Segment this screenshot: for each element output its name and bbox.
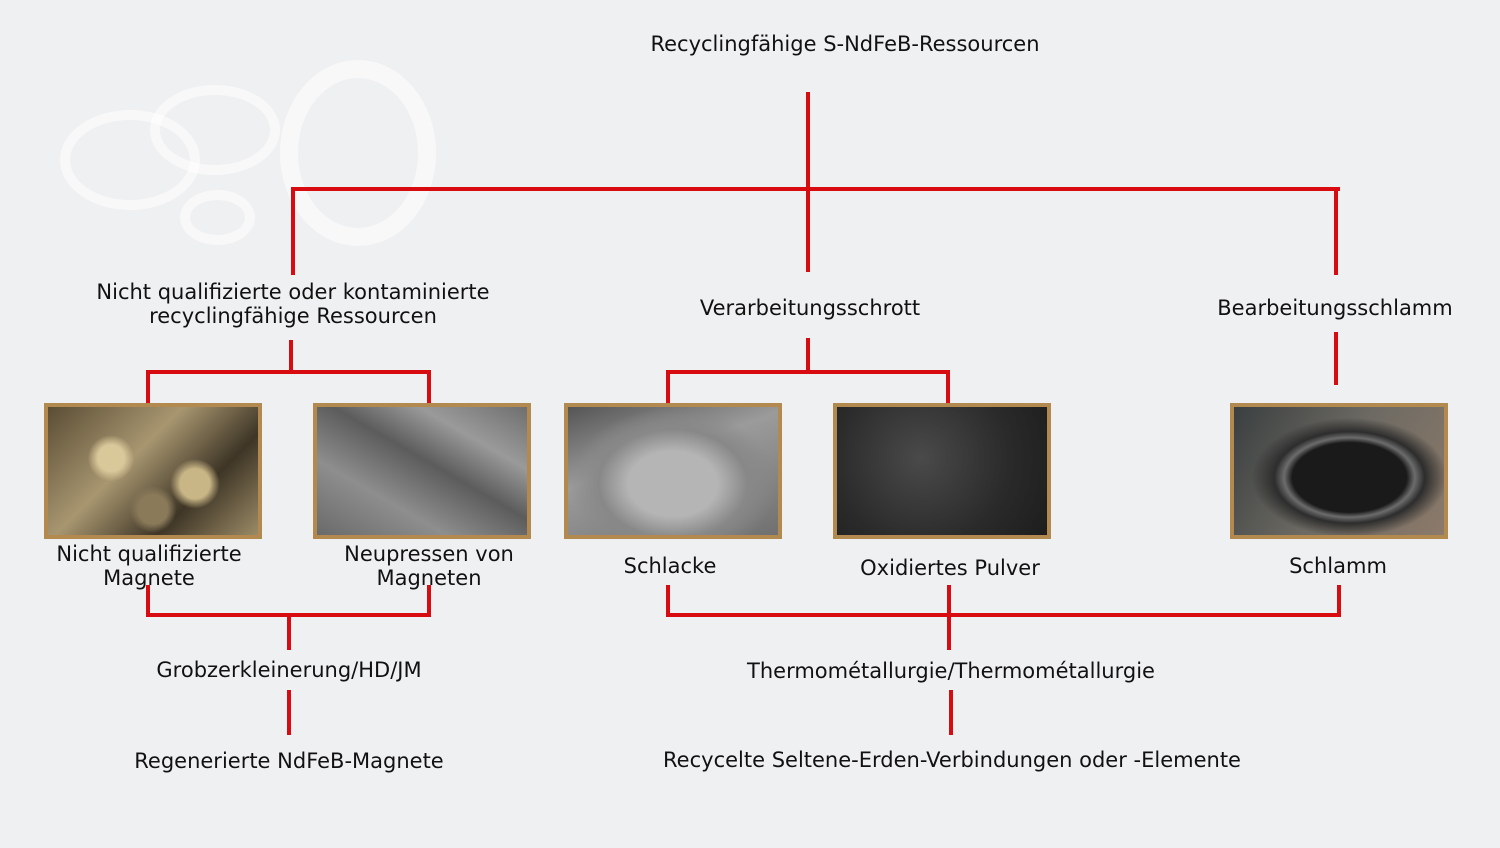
- output-left: Regenerierte NdFeB-Magnete: [134, 749, 444, 773]
- sludge-image: [1230, 403, 1448, 539]
- process-right: Thermométallurgie/Thermométallurgie: [747, 659, 1155, 683]
- item-unqualified-magnets: Nicht qualifizierte Magnete: [56, 542, 241, 590]
- process-left: Grobzerkleinerung/HD/JM: [156, 658, 422, 682]
- branch-left-line2: recyclingfähige Ressourcen: [149, 304, 437, 328]
- item-sludge: Schlamm: [1289, 554, 1387, 578]
- repressed-magnets-image: [313, 403, 531, 539]
- branch-left-line1: Nicht qualifizierte oder kontaminierte: [96, 280, 490, 304]
- item-label-line1: Neupressen von: [344, 542, 514, 566]
- branch-right-label: Bearbeitungsschlamm: [1217, 296, 1453, 320]
- item-slag: Schlacke: [623, 554, 717, 578]
- root-node: Recyclingfähige S-NdFeB-Ressourcen: [650, 32, 1040, 56]
- item-label-line2: Magneten: [376, 566, 482, 590]
- item-repressed-magnets: Neupressen von Magneten: [344, 542, 514, 590]
- slag-image: [564, 403, 782, 539]
- item-label-line2: Magnete: [103, 566, 195, 590]
- output-right: Recycelte Seltene-Erden-Verbindungen ode…: [663, 748, 1241, 772]
- oxidized-powder-image: [833, 403, 1051, 539]
- item-oxidized-powder: Oxidiertes Pulver: [860, 556, 1040, 580]
- unqualified-magnets-image: [44, 403, 262, 539]
- branch-middle-label: Verarbeitungsschrott: [699, 296, 921, 320]
- branch-left-label: Nicht qualifizierte oder kontaminierte r…: [96, 280, 489, 328]
- item-label-line1: Nicht qualifizierte: [56, 542, 242, 566]
